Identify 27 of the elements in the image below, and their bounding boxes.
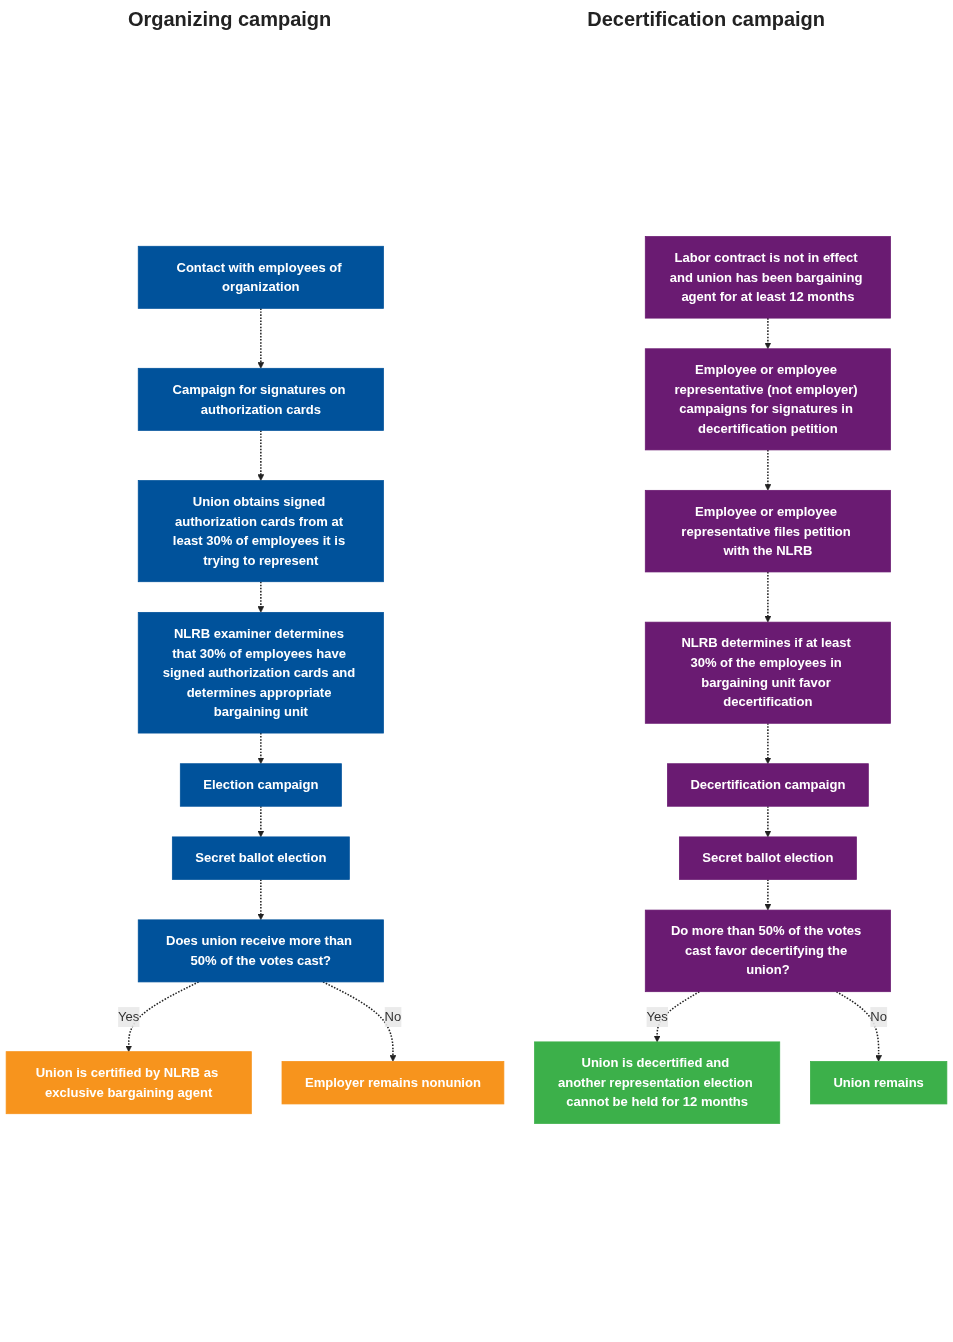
node-box: Labor contract is not in effect and union has been bargaining agent for at least 12 months <box>644 236 891 319</box>
edge-label: Yes <box>118 1009 140 1024</box>
node-box: Employer remains nonunion <box>281 1061 505 1105</box>
node-box: Secret ballot election <box>171 836 350 880</box>
node-box: Contact with employees of organization <box>137 245 384 309</box>
node-box: Employee or employee representative files petition with the NLRB <box>644 489 891 573</box>
node-box: NLRB examiner determines that 30% of employees have signed authorization cards and determines appropriate bargaining unit <box>137 612 384 734</box>
node-box: Election campaign <box>179 763 342 807</box>
arrow <box>653 990 701 1043</box>
node-box: Employee or employee representative (not employer) campaigns for signatures in decertification petition <box>644 348 891 451</box>
node-box: Union remains <box>810 1061 948 1105</box>
node-box: Union is decertified and another representation election cannot be held for 12 months <box>534 1041 781 1124</box>
column-heading: Organizing campaign <box>127 8 332 31</box>
node-box: Does union receive more than 50% of the votes cast? <box>137 919 384 983</box>
node-box: Campaign for signatures on authorization cards <box>137 367 384 431</box>
arrow <box>257 580 265 613</box>
node-box: Decertification campaign <box>667 763 869 807</box>
node-box: Do more than 50% of the votes cast favor decertifying the union? <box>644 909 891 993</box>
edge-label: No <box>384 1009 402 1024</box>
column-heading: Decertification campaign <box>587 8 826 31</box>
edge-label: Yes <box>646 1009 668 1024</box>
node-box: Union is certified by NLRB as exclusive bargaining agent <box>5 1051 252 1115</box>
arrow <box>835 990 882 1062</box>
node-box: NLRB determines if at least 30% of the employees in bargaining unit favor decertification <box>644 621 891 724</box>
node-box: Union obtains signed authorization cards from at least 30% of employees it is trying to represent <box>137 480 384 583</box>
edge-label: No <box>870 1009 887 1024</box>
node-box: Secret ballot election <box>679 836 857 880</box>
